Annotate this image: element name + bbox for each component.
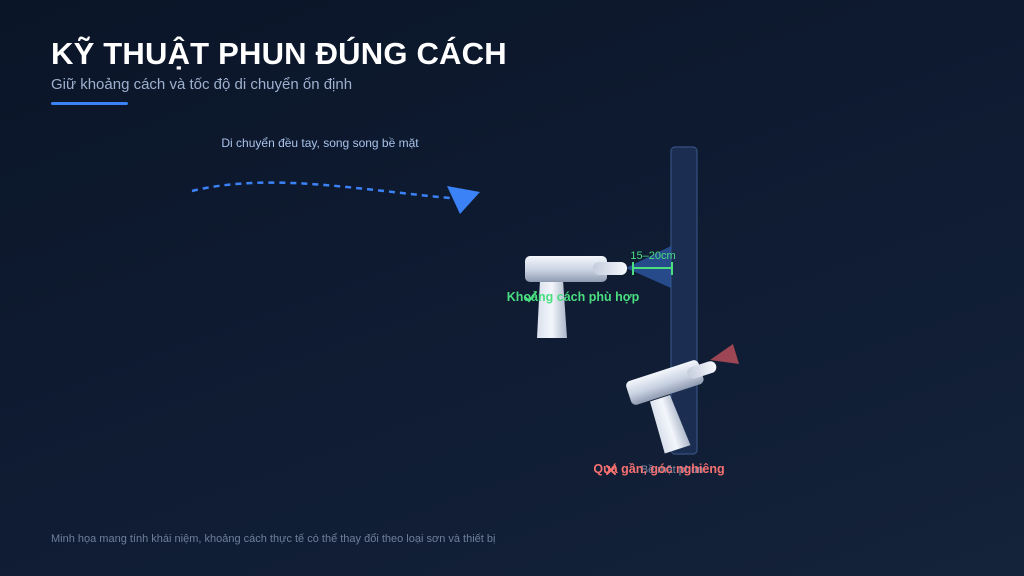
slide-subtitle: Giữ khoảng cách và tốc độ di chuyển ổn đ… bbox=[51, 76, 353, 93]
distance-label: 15–20cm bbox=[630, 250, 675, 262]
motion-path bbox=[191, 181, 451, 200]
wrong-label: Quá gần, góc nghiêng bbox=[593, 462, 724, 476]
check-icon bbox=[524, 291, 537, 303]
wrong-spray-cone bbox=[710, 344, 739, 364]
title-accent-bar bbox=[51, 102, 128, 105]
motion-label: Di chuyển đều tay, song song bề mặt bbox=[221, 136, 419, 150]
slide-title: KỸ THUẬT PHUN ĐÚNG CÁCH bbox=[51, 36, 507, 71]
footnote: Minh họa mang tính khái niệm, khoảng các… bbox=[51, 533, 496, 545]
correct-label: Khoảng cách phù hợp bbox=[507, 290, 640, 304]
surface-label: Bề mặt phun bbox=[641, 464, 703, 476]
correct-spray-gun bbox=[525, 256, 627, 338]
distance-marker bbox=[632, 262, 673, 275]
cross-icon bbox=[606, 465, 616, 475]
wrong-spray-gun bbox=[626, 360, 717, 454]
motion-arrow-head bbox=[447, 186, 480, 214]
